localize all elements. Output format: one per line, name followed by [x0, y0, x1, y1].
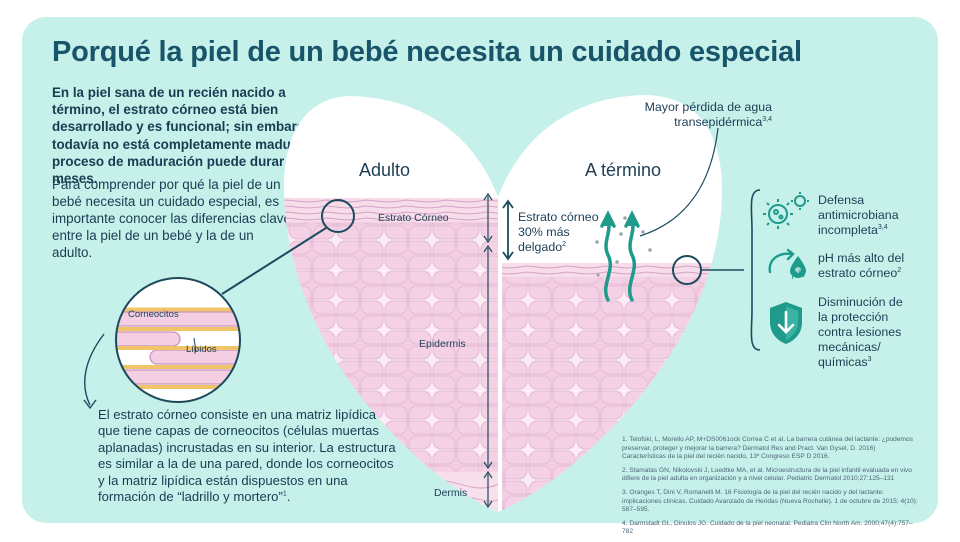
water-loss-arrows	[600, 210, 640, 302]
label-dermis: Dermis	[434, 487, 468, 499]
feature-protection-line3: contra lesiones	[818, 325, 902, 339]
term-thinner-line2: 30% más	[518, 225, 570, 239]
term-thinner-line1: Estrato córneo	[518, 210, 599, 224]
reference-item: 2. Stamatas GN, Nikolovski J, Luedtke MA…	[622, 466, 912, 483]
feature-protection-sup: 3	[867, 355, 872, 363]
water-loss-sup: 3,4	[762, 115, 772, 123]
explanation-text: Para comprender por qué la piel de un be…	[52, 177, 291, 260]
intro-text: En la piel sana de un recién nacido a té…	[52, 85, 328, 187]
zoom-circle	[115, 277, 241, 403]
feature-ph-sup: 2	[897, 266, 902, 274]
term-thinner-sup: 2	[562, 240, 567, 248]
page-title: Porqué la piel de un bebé necesita un cu…	[52, 36, 802, 68]
feature-ph-text: pH más alto del estrato córneo2	[818, 251, 904, 281]
zoom-to-text-arrow	[83, 333, 105, 410]
water-particles	[595, 216, 652, 277]
water-loss-callout-line	[639, 127, 719, 237]
brick-mortar-sup: 1	[282, 490, 287, 498]
zoom-connector-line	[221, 227, 327, 295]
feature-protection-text: Disminución de la protección contra lesi…	[818, 295, 903, 370]
reference-item: 3. Oranges T, Dini V, Romanelli M. 16 Fi…	[622, 488, 918, 514]
adult-layer-arrows	[483, 192, 493, 509]
references: 1. Telofski, L, Morello AP, M+DS0061ock …	[622, 436, 918, 542]
reference-item: 1. Telofski, L, Morello AP, M+DS0061ock …	[622, 436, 913, 461]
brick-mortar-end: .	[286, 489, 291, 505]
feature-antimicrobial-sup: 3,4	[877, 223, 888, 231]
term-thinner-line3: delgado	[518, 240, 563, 254]
label-epidermis: Epidermis	[419, 338, 466, 350]
brick-mortar-text: El estrato córneo consiste en una matriz…	[98, 407, 398, 505]
feature-antimicrobial-text: Defensa antimicrobiana incompleta3,4	[818, 193, 899, 238]
term-thinner-label: Estrato córneo 30% más delgado2	[518, 210, 599, 255]
term-title: A término	[585, 160, 662, 180]
water-loss-line1: Mayor pérdida de agua	[644, 100, 772, 114]
feature-ph-line1: pH más alto del	[818, 251, 905, 265]
feature-antimicrobial-line1: Defensa	[818, 193, 865, 207]
feature-protection-line1: Disminución de	[818, 295, 903, 309]
feature-antimicrobial-line2: antimicrobiana	[818, 208, 899, 222]
term-thickness-arrow	[502, 199, 514, 261]
feature-protection-line4: mecánicas/	[818, 340, 881, 354]
label-corneocytes: Corneocitos	[128, 309, 179, 320]
ph-drop-icon	[768, 248, 806, 278]
reference-item: 4. Darmstadt GL, Dinulos JG. Cuidado de …	[622, 519, 913, 536]
label-lipids: Lípidos	[186, 344, 217, 355]
feature-protection-line5: químicas	[818, 355, 868, 369]
label-stratum-corneum: Estrato Córneo	[378, 212, 449, 224]
features-bracket	[750, 189, 761, 351]
water-loss-label: Mayor pérdida de agua transepidérmica3,4	[640, 100, 772, 130]
feature-ph-line2: estrato córneo	[818, 266, 898, 280]
shield-arrow-icon	[770, 302, 802, 344]
adult-magnifier-circle	[321, 199, 355, 233]
water-loss-line2: transepidérmica	[674, 115, 763, 129]
feature-antimicrobial-line3: incompleta	[818, 223, 878, 237]
brick-mortar-body: El estrato córneo consiste en una matriz…	[98, 407, 396, 505]
ph-text: pH	[792, 268, 806, 280]
microbe-shield-icon	[763, 192, 809, 229]
feature-protection-line2: la protección	[818, 310, 889, 324]
adult-title: Adulto	[359, 160, 411, 180]
